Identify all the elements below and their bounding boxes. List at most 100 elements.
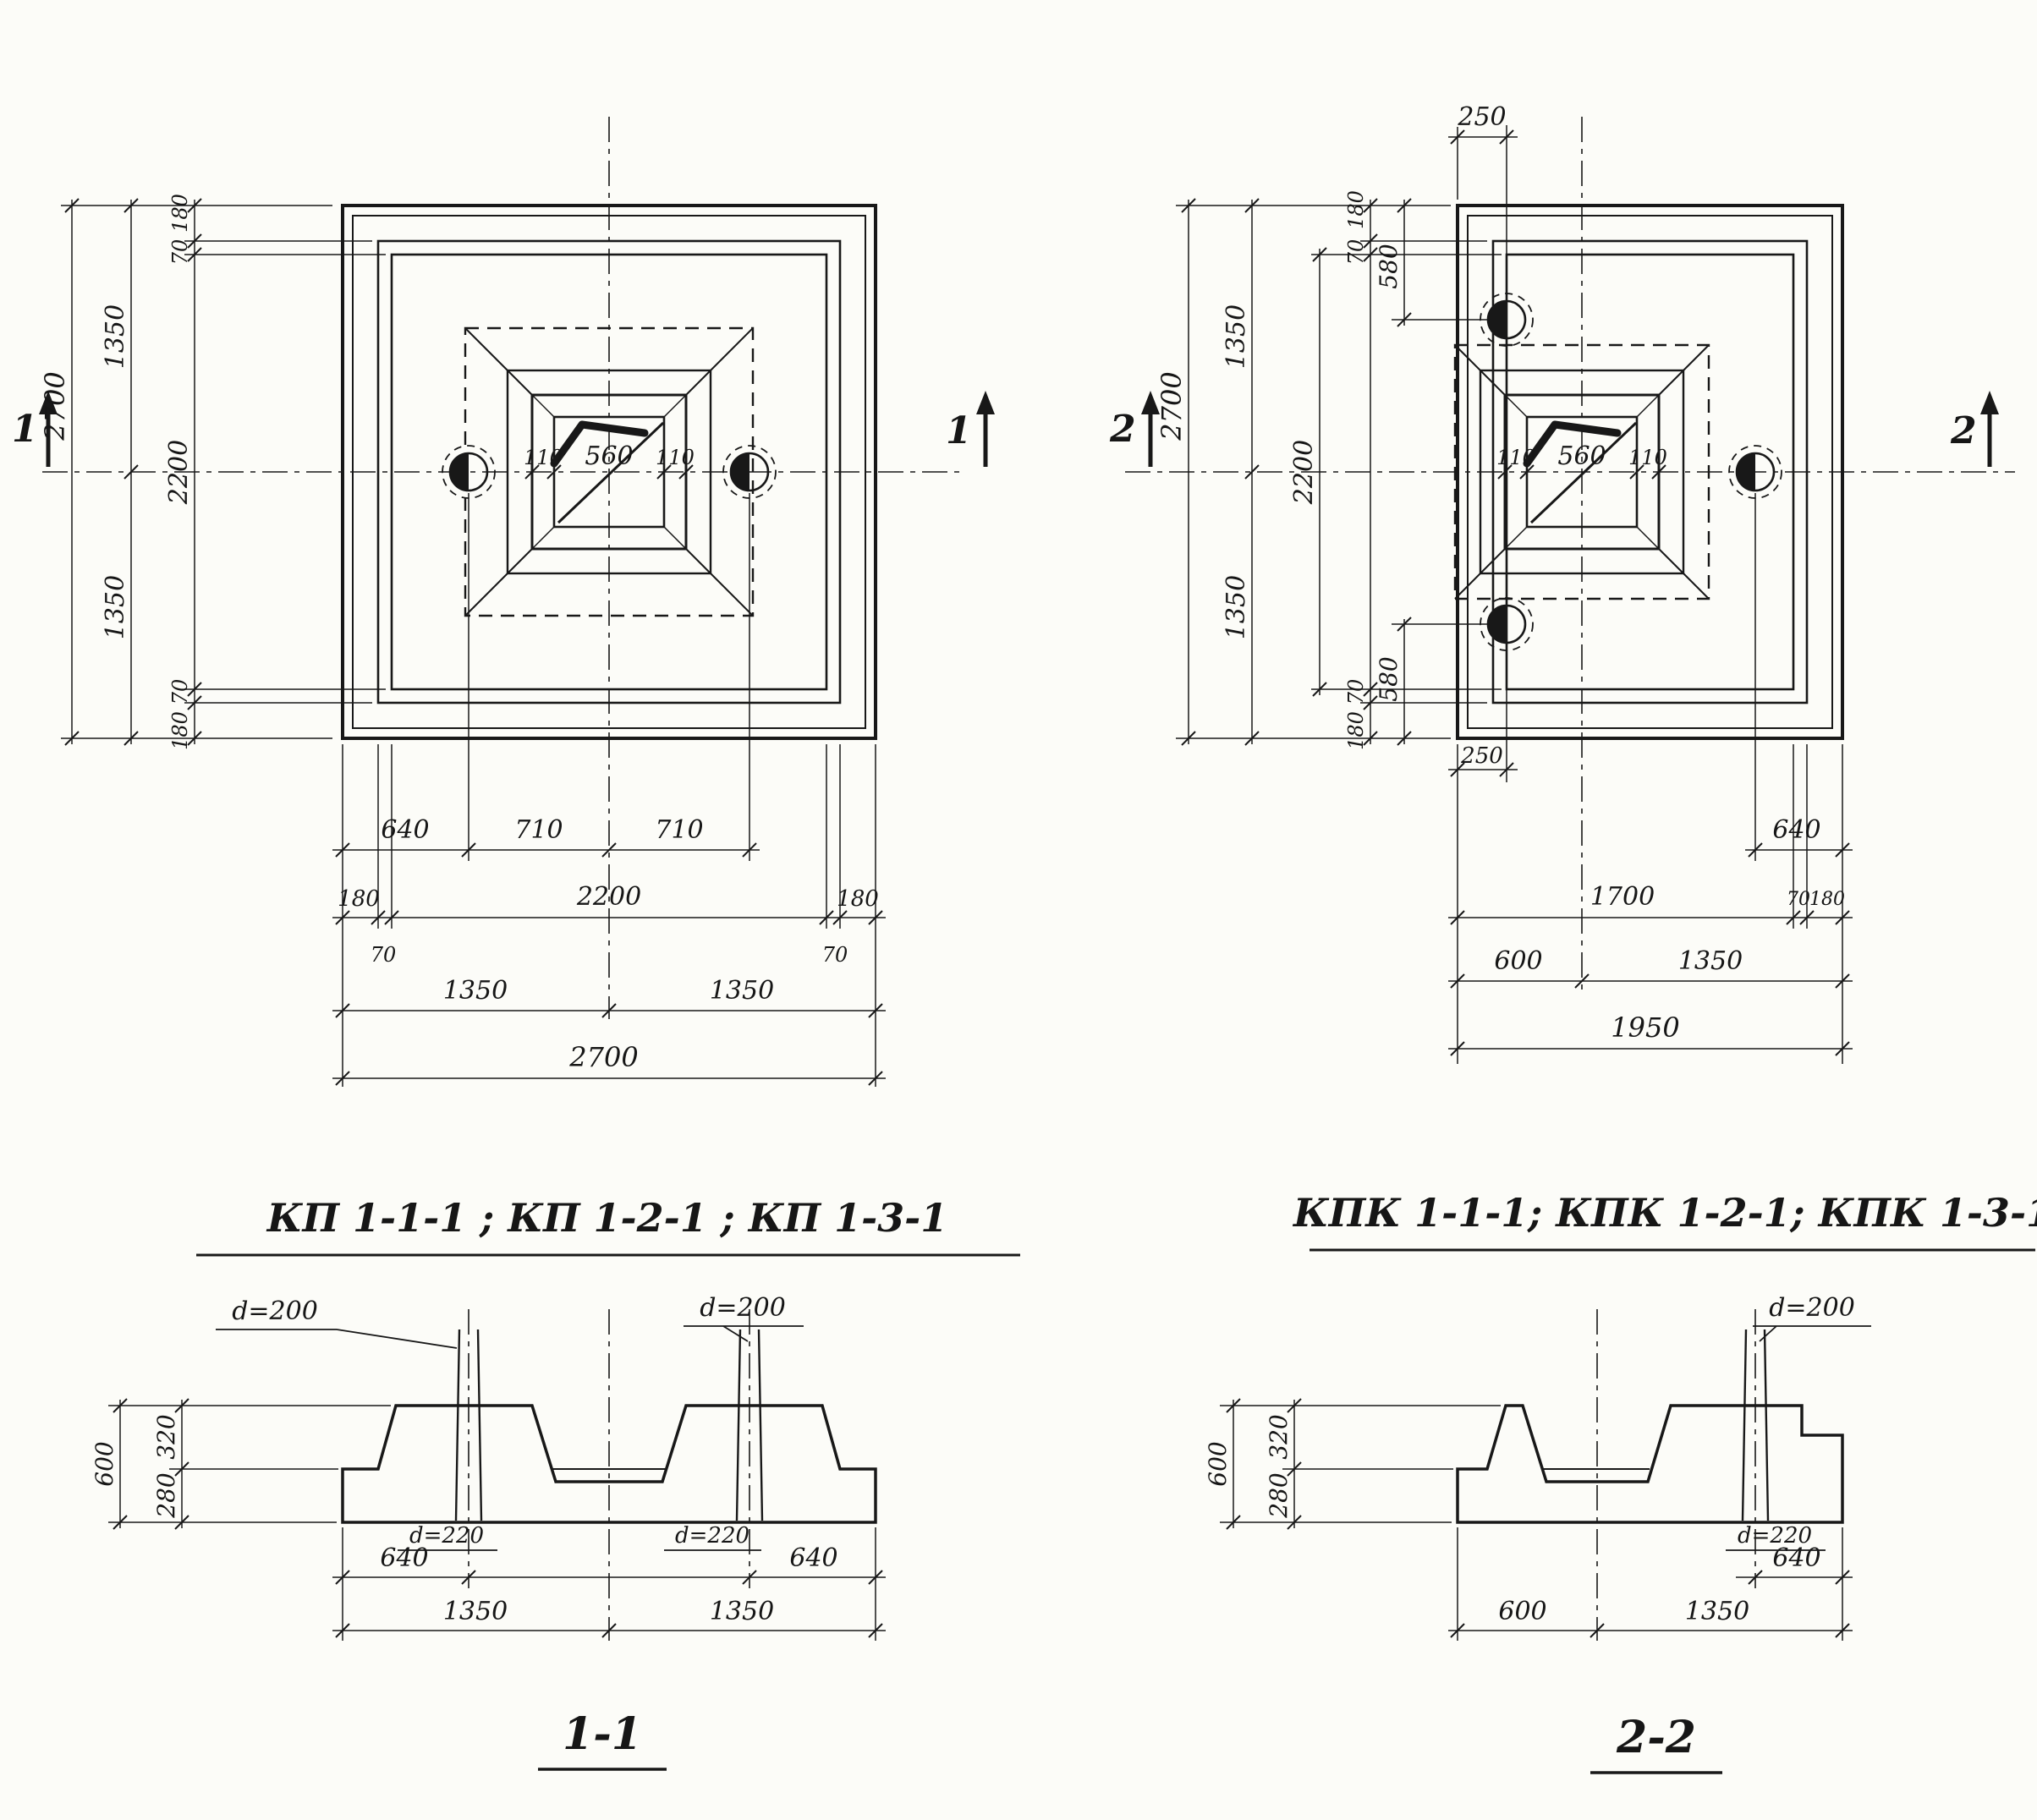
plan-kp-extension-lines (61, 205, 876, 1087)
section-2-2: d=200 320 280 600 d=220 640 600 1350 2-2 (1204, 1293, 1871, 1774)
pocket-chamfer (1636, 394, 1660, 418)
pen-stroke (1529, 421, 1638, 524)
pen-scribble (550, 420, 649, 468)
dim-label: 180 (837, 886, 879, 912)
dim-label: 1350 (1222, 575, 1251, 639)
section-2-2-dimension-lines (1233, 1400, 1853, 1631)
dim-label: 640 (1772, 1543, 1820, 1573)
dim-label: 2700 (1156, 371, 1188, 441)
plan-kpk-extension-lines (1176, 127, 1843, 1064)
dim-label: 70 (1787, 889, 1810, 910)
dim-label: 1350 (443, 1597, 508, 1626)
section-outline (341, 1404, 877, 1524)
pocket-chamfer (531, 394, 555, 418)
dim-label: d=200 (700, 1293, 786, 1323)
dim-label: d=200 (232, 1296, 318, 1326)
dim-label: 70 (168, 679, 192, 705)
dim-label: 70 (168, 239, 192, 266)
section-2-2-title-block: 2-2 (1590, 1712, 1722, 1774)
dim-label: 640 (381, 815, 429, 845)
dim-label: 1350 (710, 976, 774, 1006)
dim-label: 180 (168, 194, 192, 233)
dim-label: d=220 (409, 1523, 484, 1549)
dim-label: 580 (1375, 656, 1403, 701)
dim-label: 70 (1344, 679, 1368, 705)
dim-label: 1350 (101, 304, 130, 369)
plan-kpk-centerlines (1125, 117, 2015, 994)
dim-label: 70 (371, 943, 397, 967)
section-1-1: d=200 d=200 320 280 600 d=220 d=220 640 … (91, 1293, 886, 1771)
dim-label: 180 (1344, 190, 1368, 229)
slope-edge (1454, 548, 1506, 600)
dim-label: 1350 (101, 575, 130, 639)
section-title: 2-2 (1616, 1712, 1696, 1763)
pocket-chamfer (663, 394, 687, 418)
dim-label: 320 (1265, 1414, 1293, 1459)
plan-kp-title-block: КП 1-1-1 ; КП 1-2-1 ; КП 1-3-1 (196, 1195, 1020, 1257)
outer-contour (1456, 204, 1844, 740)
dim-label: 640 (380, 1543, 428, 1573)
section-cut-arrow-head (39, 391, 58, 414)
slope-edge (1658, 344, 1710, 396)
dim-label: 180 (168, 711, 192, 750)
section-2-2-dim-labels: d=200 320 280 600 d=220 640 600 1350 (1204, 1293, 1855, 1626)
slope-edge (464, 548, 533, 617)
section-1-1-title-block: 1-1 (538, 1708, 667, 1771)
pocket-chamfer (531, 526, 555, 550)
plan-kp-section-markers: 1 1 (12, 391, 995, 467)
section-axes (1596, 1309, 1756, 1641)
dim-label: 1350 (1685, 1597, 1749, 1626)
plan-kp-centerlines (42, 117, 964, 1019)
section-cut-arrow-head (1980, 391, 1999, 414)
section-outline (1456, 1404, 1844, 1524)
dim-label: 560 (585, 441, 633, 471)
section-cut-arrow-head (976, 391, 995, 414)
pocket-chamfer (1504, 526, 1528, 550)
plan-kpk: 2 2 (1109, 102, 2037, 1252)
plan-kpk-section-markers: 2 2 (1109, 391, 1999, 467)
dim-label: 710 (514, 815, 563, 845)
dim-label: d=200 (1769, 1293, 1855, 1323)
dim-label: 110 (1496, 446, 1535, 469)
dim-label: 280 (152, 1472, 180, 1518)
dim-label: 600 (1204, 1441, 1232, 1486)
section-axes (468, 1309, 750, 1641)
dim-label: 1350 (1222, 304, 1251, 369)
dim-label: 70 (822, 943, 848, 967)
slope-edge (685, 327, 754, 396)
dim-label: 600 (1498, 1597, 1546, 1626)
dim-label: 2700 (568, 1041, 638, 1073)
section-1-1-extension-lines (108, 1405, 876, 1641)
dim-label: 110 (656, 446, 695, 469)
dim-label: 580 (1375, 244, 1403, 288)
section-cut-label: 1 (946, 409, 972, 452)
dim-label: d=220 (675, 1523, 749, 1549)
slope-edge (685, 548, 754, 617)
plan-title: КП 1-1-1 ; КП 1-2-1 ; КП 1-3-1 (266, 1195, 948, 1241)
dim-label: 1700 (1590, 882, 1655, 912)
dim-label: 250 (1457, 102, 1506, 132)
dim-label: 640 (1772, 815, 1820, 845)
section-cut-arrow-head (1141, 391, 1160, 414)
plan-kpk-ticks (1181, 129, 1850, 1056)
dim-label: 710 (655, 815, 703, 845)
slope-edge (1454, 344, 1506, 396)
dim-label: 2700 (39, 371, 71, 441)
section-2-2-extension-lines (1220, 1405, 1843, 1641)
dim-label: 600 (1494, 946, 1542, 976)
dim-label: 110 (1628, 446, 1667, 469)
plan-kp-dim-labels: 180 70 2200 70 180 1350 1350 2700 110 56… (39, 194, 879, 1073)
dim-label: 180 (1344, 711, 1368, 750)
dim-label: 70 (1344, 239, 1368, 266)
pocket-chamfer (663, 526, 687, 550)
dim-label: d=220 (1738, 1523, 1812, 1549)
dim-label: 1350 (710, 1597, 774, 1626)
section-1-1-leaders (216, 1325, 804, 1551)
dim-label: 320 (152, 1414, 180, 1459)
plan-kpk-title-block: КПК 1-1-1; КПК 1-2-1; КПК 1-3-1 (1292, 1190, 2037, 1252)
section-2-2-leaders (1726, 1325, 1871, 1551)
dim-label: 1350 (1678, 946, 1743, 976)
dim-label: 2200 (576, 882, 641, 912)
